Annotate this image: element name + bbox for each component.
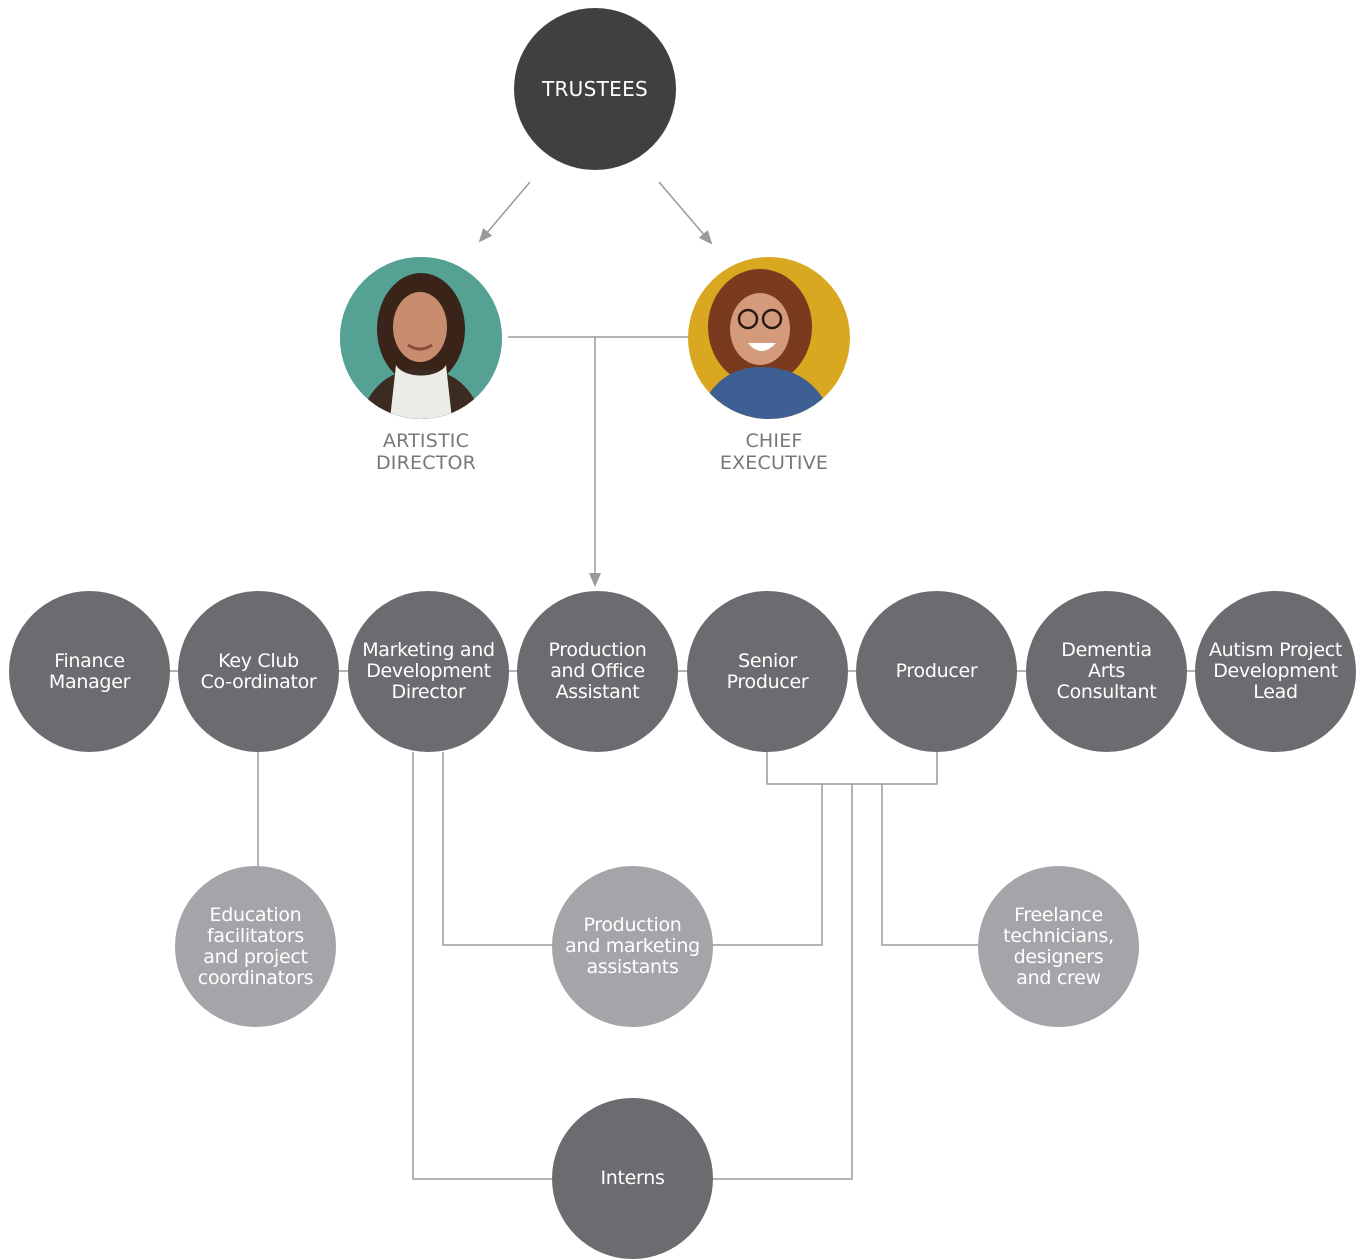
key-club-label: Key Club Co-ordinator xyxy=(200,649,317,693)
artistic-director-photo xyxy=(340,257,502,419)
arrow-to-chief-executive xyxy=(658,181,713,245)
artistic-director-caption: ARTISTIC DIRECTOR xyxy=(375,430,477,474)
autism-lead-node: Autism Project Development Lead xyxy=(1195,591,1356,752)
marketing-director-label: Marketing and Development Director xyxy=(362,639,495,703)
production-office-label: Production and Office Assistant xyxy=(548,639,647,703)
trustees-label: TRUSTEES xyxy=(541,76,649,101)
interns-label: Interns xyxy=(600,1167,665,1189)
producer-node: Producer xyxy=(856,591,1017,752)
education-label: Education facilitators and project coord… xyxy=(197,903,314,989)
production-marketing-assistants-node: Production and marketing assistants xyxy=(552,866,713,1027)
key-club-node: Key Club Co-ordinator xyxy=(178,591,339,752)
production-office-node: Production and Office Assistant xyxy=(517,591,678,752)
interns-node: Interns xyxy=(552,1098,713,1259)
education-node: Education facilitators and project coord… xyxy=(175,866,336,1027)
freelance-node: Freelance technicians, designers and cre… xyxy=(978,866,1139,1027)
dementia-consultant-label: Dementia Arts Consultant xyxy=(1056,639,1157,703)
producers-assistants-link xyxy=(712,784,823,946)
senior-producer-node: Senior Producer xyxy=(687,591,848,752)
senior-producer-label: Senior Producer xyxy=(726,649,809,693)
marketing-director-node: Marketing and Development Director xyxy=(348,591,509,752)
marketing-interns-link xyxy=(412,752,553,1180)
producers-bracket xyxy=(766,752,938,785)
producers-interns-link xyxy=(712,784,853,1180)
finance-manager-label: Finance Manager xyxy=(48,649,131,693)
chief-executive-photo xyxy=(688,257,850,419)
freelance-label: Freelance technicians, designers and cre… xyxy=(1003,903,1114,989)
finance-manager-node: Finance Manager xyxy=(9,591,170,752)
producer-label: Producer xyxy=(895,660,978,682)
chief-executive-caption: CHIEF EXECUTIVE xyxy=(719,430,829,474)
production-marketing-assistants-label: Production and marketing assistants xyxy=(565,914,700,978)
arrow-to-artistic-director xyxy=(478,181,531,243)
marketing-assistants-link xyxy=(442,752,555,946)
autism-lead-label: Autism Project Development Lead xyxy=(1208,639,1343,703)
dementia-consultant-node: Dementia Arts Consultant xyxy=(1026,591,1187,752)
producers-freelance-link xyxy=(881,784,980,946)
trustees-node: TRUSTEES xyxy=(514,8,676,170)
